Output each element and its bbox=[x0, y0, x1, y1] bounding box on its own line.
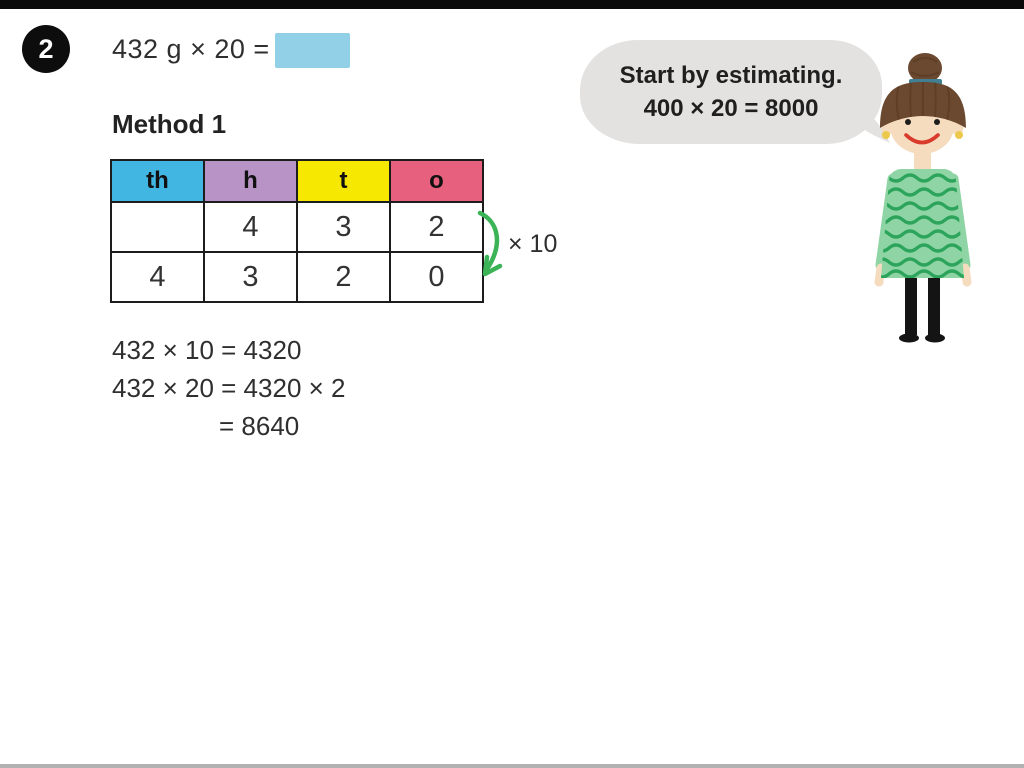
speech-bubble-tail bbox=[852, 103, 890, 143]
table-row: 4 3 2 bbox=[110, 201, 484, 253]
speech-bubble: Start by estimating. 400 × 20 = 8000 bbox=[580, 40, 882, 144]
working-steps: 432 × 10 = 4320 432 × 20 = 4320 × 2 = 86… bbox=[112, 331, 346, 445]
shoe-right bbox=[925, 333, 945, 343]
top-letterbox-bar bbox=[0, 0, 1024, 9]
working-line-2: 432 × 20 = 4320 × 2 bbox=[112, 373, 346, 403]
question-number: 2 bbox=[38, 33, 54, 64]
dress bbox=[881, 169, 964, 278]
place-value-table: th h t o 4 3 2 4 3 2 0 bbox=[110, 159, 484, 303]
cell-r2-h: 3 bbox=[203, 251, 298, 303]
problem-statement: 432 g × 20 = bbox=[112, 34, 270, 64]
column-header-hundreds: h bbox=[203, 159, 298, 203]
hand-left bbox=[874, 263, 886, 287]
cell-r1-t: 3 bbox=[296, 201, 391, 253]
hand-right bbox=[960, 263, 972, 287]
eye-left bbox=[905, 119, 911, 125]
answer-input-box[interactable] bbox=[275, 33, 350, 68]
times-ten-label: × 10 bbox=[508, 230, 558, 258]
column-header-tens: t bbox=[296, 159, 391, 203]
earring-left bbox=[882, 131, 890, 139]
dress-wave-pattern bbox=[881, 173, 964, 278]
column-header-thousands: th bbox=[110, 159, 205, 203]
working-line-3: = 8640 bbox=[219, 411, 300, 441]
teacher-character-illustration bbox=[874, 53, 972, 343]
column-header-ones: o bbox=[389, 159, 484, 203]
cell-r2-t: 2 bbox=[296, 251, 391, 303]
cell-r1-h: 4 bbox=[203, 201, 298, 253]
working-line-1: 432 × 10 = 4320 bbox=[112, 335, 302, 365]
times-ten-arrow-icon bbox=[477, 210, 503, 277]
shoe-left bbox=[899, 333, 919, 343]
earring-right bbox=[955, 131, 963, 139]
cell-r2-th: 4 bbox=[110, 251, 205, 303]
leg-left bbox=[905, 278, 917, 335]
speech-bubble-line-2: 400 × 20 = 8000 bbox=[643, 95, 819, 122]
table-row: 4 3 2 0 bbox=[110, 251, 484, 303]
cell-r1-o: 2 bbox=[389, 201, 484, 253]
table-header-row: th h t o bbox=[110, 159, 484, 203]
method-title: Method 1 bbox=[112, 109, 227, 139]
cell-r2-o: 0 bbox=[389, 251, 484, 303]
eye-right bbox=[934, 119, 940, 125]
leg-right bbox=[928, 278, 940, 335]
mouth bbox=[904, 133, 940, 145]
cell-r1-th bbox=[110, 201, 205, 253]
bottom-letterbox-bar bbox=[0, 764, 1024, 768]
neck bbox=[914, 150, 931, 172]
question-number-badge: 2 bbox=[22, 25, 70, 73]
speech-bubble-line-1: Start by estimating. bbox=[619, 62, 843, 89]
